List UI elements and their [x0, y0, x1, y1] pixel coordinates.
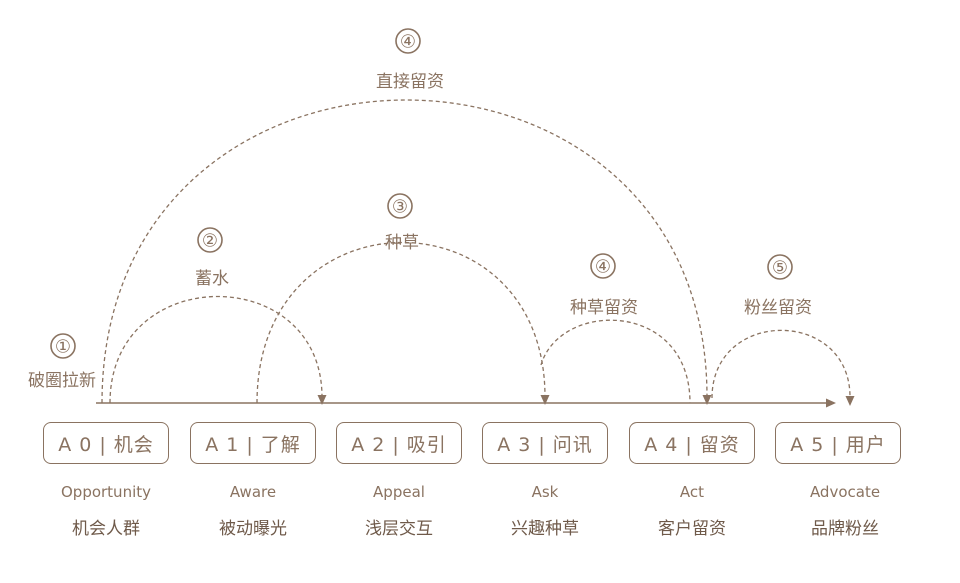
arc-label: 种草 [385, 233, 419, 253]
arc-zhongcao-liuzi [540, 319, 691, 404]
number-circle-icon [387, 193, 413, 219]
stage-cn-a4: 客户留资 [658, 519, 726, 539]
stage-cn-a5: 品牌粉丝 [811, 519, 879, 539]
arc-label: 蓄水 [195, 269, 229, 289]
arc-label-group-1: ② 蓄水 [195, 227, 229, 289]
arc-number: ② [202, 231, 218, 252]
arc-label-group-5: ⑤ 粉丝留资 [744, 254, 812, 318]
arc-zhongcao [256, 241, 546, 404]
arc-number: ③ [392, 197, 408, 218]
stage-box-a3: A 3 | 问讯 [482, 422, 608, 464]
stage-en-a3: Ask [531, 483, 559, 501]
stage-cn-a1: 被动曝光 [219, 519, 287, 539]
arc-label: 种草留资 [570, 298, 638, 318]
arc-zhongcao-arrowhead [540, 395, 550, 405]
number-circle-icon [590, 253, 616, 279]
stage-en-a5: Advocate [809, 483, 881, 501]
arc-label: 粉丝留资 [744, 298, 812, 318]
arc-label-group-4: ④ 直接留资 [376, 28, 444, 92]
arc-label-group-2: ③ 种草 [385, 193, 419, 253]
arc-fensi-liuzi-arrowhead [845, 396, 855, 406]
arc-fensi-liuzi [711, 329, 851, 399]
stage-en-a0: Opportunity [60, 483, 151, 501]
number-circle-icon [767, 254, 793, 280]
arc-xushui [109, 295, 323, 404]
stage-cn-a3: 兴趣种草 [511, 519, 579, 539]
stage-en-a1: Aware [229, 483, 277, 501]
stage-box-a2: A 2 | 吸引 [336, 422, 462, 464]
arc-number: ⑤ [772, 258, 788, 279]
arc-label: 直接留资 [376, 72, 444, 92]
number-circle-icon [50, 333, 76, 359]
arc-number: ④ [595, 257, 611, 278]
stage-cn-a0: 机会人群 [72, 519, 140, 539]
arc-label-group-0: ① 破圈拉新 [28, 333, 96, 391]
arc-zhijie-liuzi [101, 99, 708, 404]
arc-label-group-3: ④ 种草留资 [570, 253, 638, 318]
stage-cn-a2: 浅层交互 [365, 519, 433, 539]
stage-en-a4: Act [679, 483, 705, 501]
stage-box-a1: A 1 | 了解 [190, 422, 316, 464]
arc-xushui-arrowhead [317, 395, 327, 405]
arc-number: ① [55, 337, 71, 358]
timeline-arrowhead [826, 398, 836, 408]
number-circle-icon [197, 227, 223, 253]
arc-zhijie-liuzi-arrowhead [702, 395, 712, 405]
number-circle-icon [395, 28, 421, 54]
stage-box-a0: A 0 | 机会 [43, 422, 169, 464]
arc-label: 破圈拉新 [28, 371, 96, 391]
stage-en-a2: Appeal [373, 483, 425, 501]
stage-box-a4: A 4 | 留资 [629, 422, 755, 464]
stage-box-a5: A 5 | 用户 [775, 422, 901, 464]
arc-number: ④ [400, 32, 416, 53]
